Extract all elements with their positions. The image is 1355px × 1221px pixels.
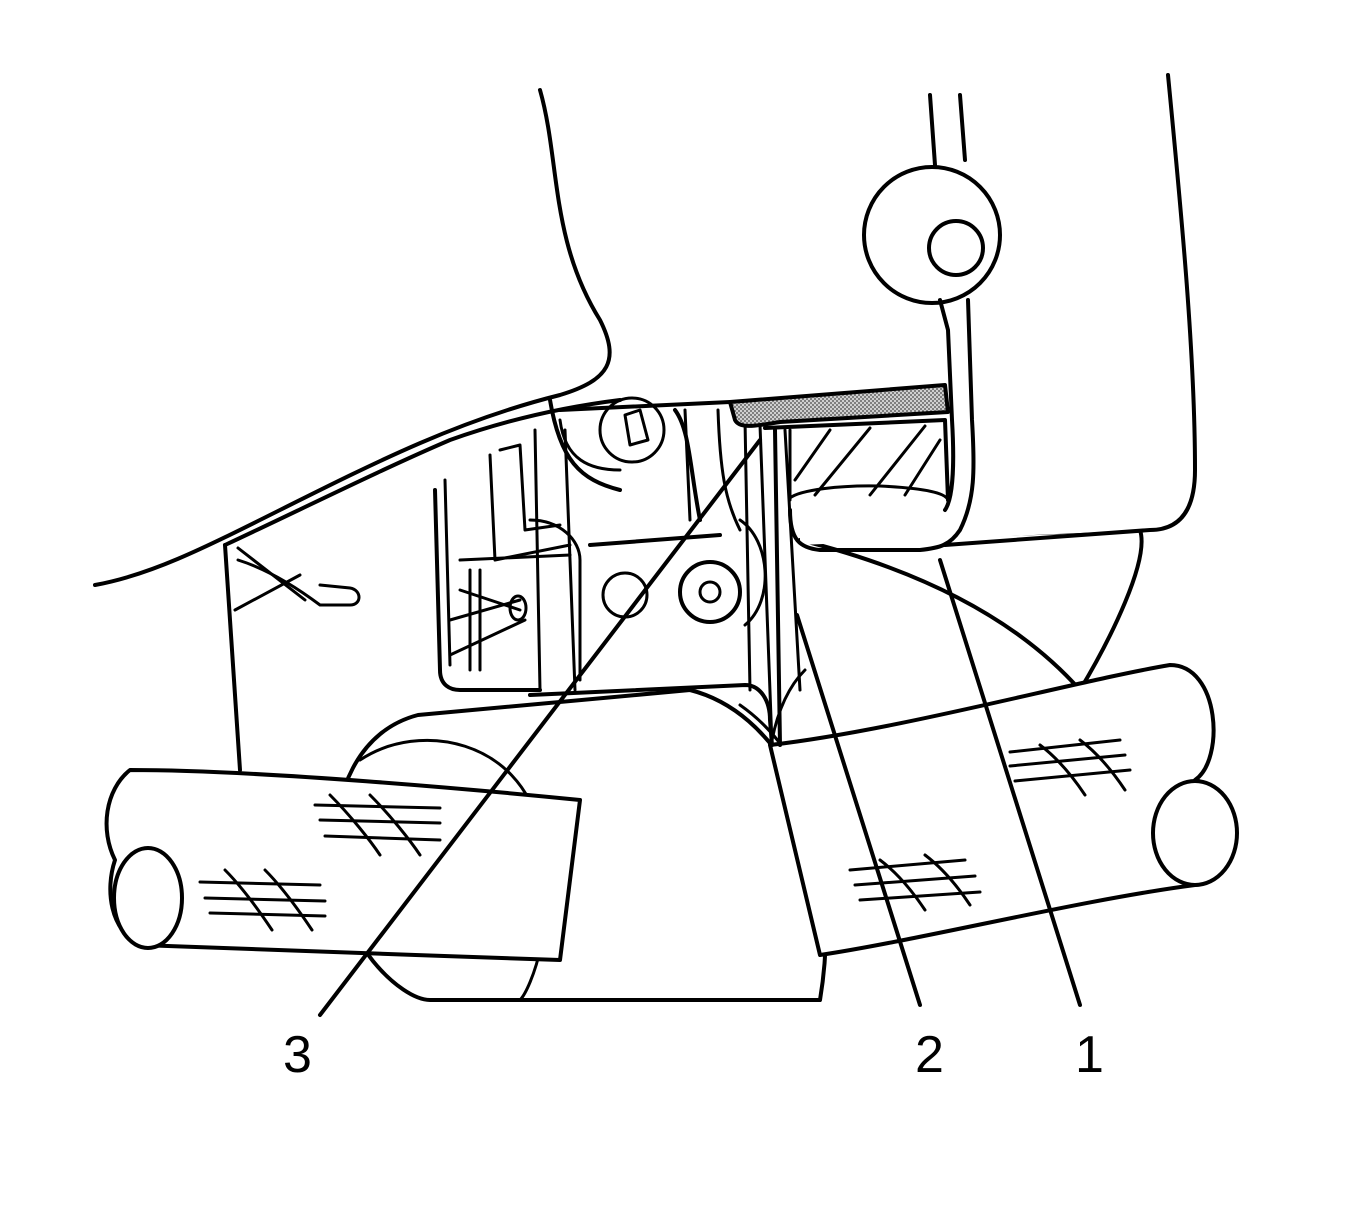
hinge-arm [788, 93, 1002, 552]
callout-label-2: 2 [915, 1026, 944, 1084]
hinge-bracket [223, 396, 807, 747]
right-wiring-harness [768, 663, 1239, 957]
leader-lines [318, 438, 1082, 1017]
left-wiring-harness [104, 768, 582, 962]
leader-line-1 [938, 558, 1082, 1007]
panel-lip [558, 400, 950, 502]
seal-strip [728, 383, 950, 428]
leader-line-2 [795, 613, 922, 1007]
callout-label-1: 1 [1075, 1026, 1104, 1084]
rear-round-body [798, 528, 1144, 692]
leader-line-3 [318, 438, 762, 1017]
door-panel [800, 73, 1197, 547]
left-trim-panel [93, 88, 612, 772]
callout-label-3: 3 [283, 1026, 312, 1084]
